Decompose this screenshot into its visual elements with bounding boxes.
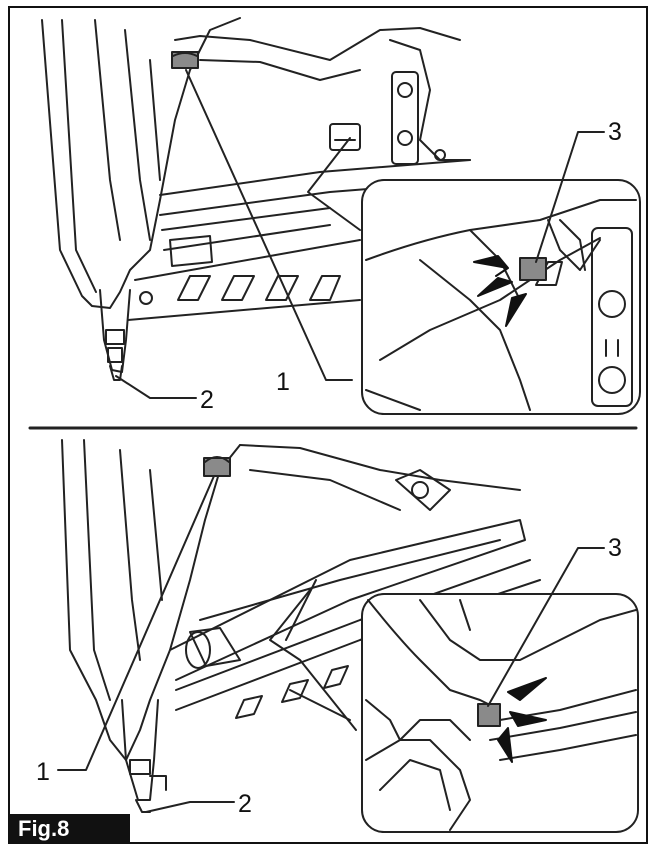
top-panel (41, 17, 481, 381)
top-arrow-1 (473, 255, 509, 277)
bottom-arrow-2 (509, 711, 547, 727)
bottom-arrow-1 (507, 677, 547, 701)
bottom-callout-1: 1 (36, 758, 50, 786)
bottom-arrow-3 (497, 727, 513, 763)
bottom-callout-3: 3 (608, 534, 622, 562)
bottom-leader-1 (57, 475, 215, 771)
top-leader-1 (185, 69, 353, 381)
top-leader-3 (535, 131, 605, 263)
top-inset (361, 179, 641, 415)
top-arrow-3 (505, 293, 527, 327)
top-callout-2: 2 (200, 386, 214, 414)
top-tool-body (41, 17, 241, 309)
bottom-callout-2: 2 (238, 790, 252, 818)
top-callout-3: 3 (608, 118, 622, 146)
top-leader-2 (115, 375, 197, 399)
bottom-panel (61, 439, 541, 813)
bottom-leader-3 (487, 547, 605, 707)
top-callout-1: 1 (276, 368, 290, 396)
figure-label: Fig.8 (10, 814, 130, 844)
bottom-tool-body (61, 439, 241, 761)
top-inset-indicator-lamp (519, 257, 547, 281)
bottom-inset-indicator-lamp (477, 703, 501, 727)
bottom-leader-2 (145, 801, 235, 813)
top-arrow-2 (477, 277, 513, 297)
